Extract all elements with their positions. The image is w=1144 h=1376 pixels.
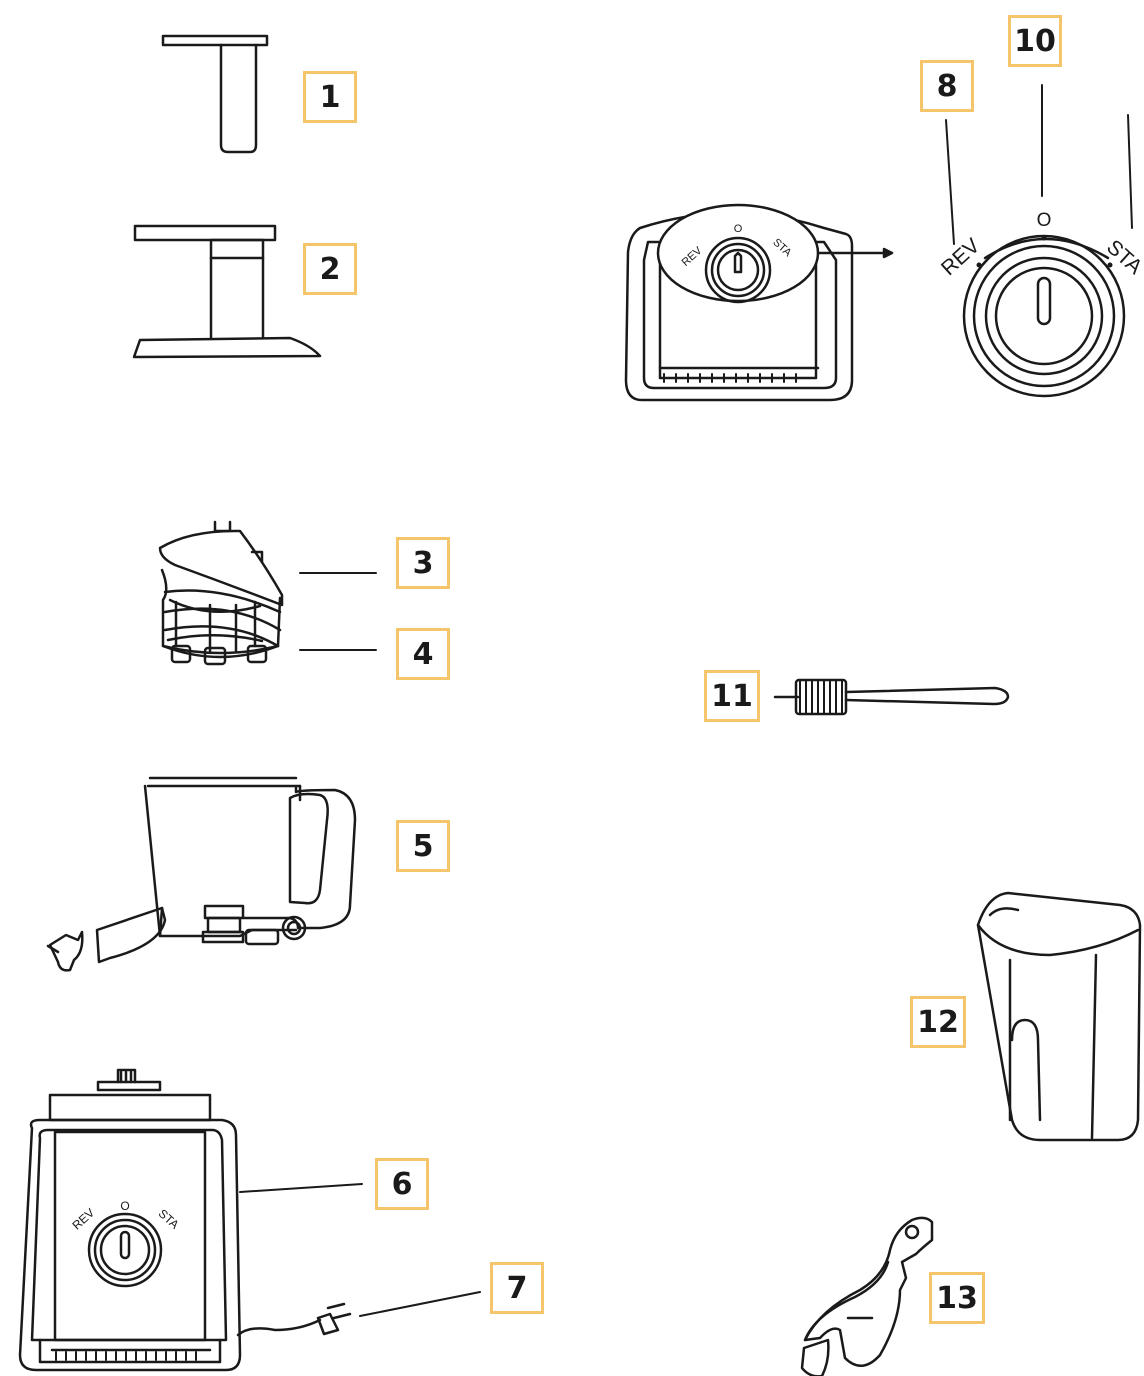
base-dial-sta-label: STA: [156, 1206, 182, 1231]
callout-5: 5: [396, 820, 450, 872]
callout-8: 8: [920, 60, 974, 112]
small-dial-rev-label: REV: [680, 244, 705, 268]
callout-2: 2: [303, 243, 357, 295]
callout-12: 12: [910, 996, 966, 1048]
callout-10: 10: [1008, 15, 1062, 67]
callout-1: 1: [303, 71, 357, 123]
enlarged-dial-rev-label: REV: [937, 234, 984, 280]
enlarged-dial-off-label: O: [1037, 210, 1052, 231]
callout-4: 4: [396, 628, 450, 680]
small-dial-sta-label: STA: [770, 236, 794, 259]
base-dial-off-label: O: [120, 1199, 129, 1213]
callout-6: 6: [375, 1158, 429, 1210]
base-dial-rev-label: REV: [69, 1206, 97, 1233]
callout-11: 11: [704, 670, 760, 722]
callout-13: 13: [929, 1272, 985, 1324]
callout-3: 3: [396, 537, 450, 589]
callout-7: 7: [490, 1262, 544, 1314]
small-dial-off-label: O: [734, 223, 743, 235]
enlarged-dial-sta-label: STA: [1102, 235, 1144, 278]
